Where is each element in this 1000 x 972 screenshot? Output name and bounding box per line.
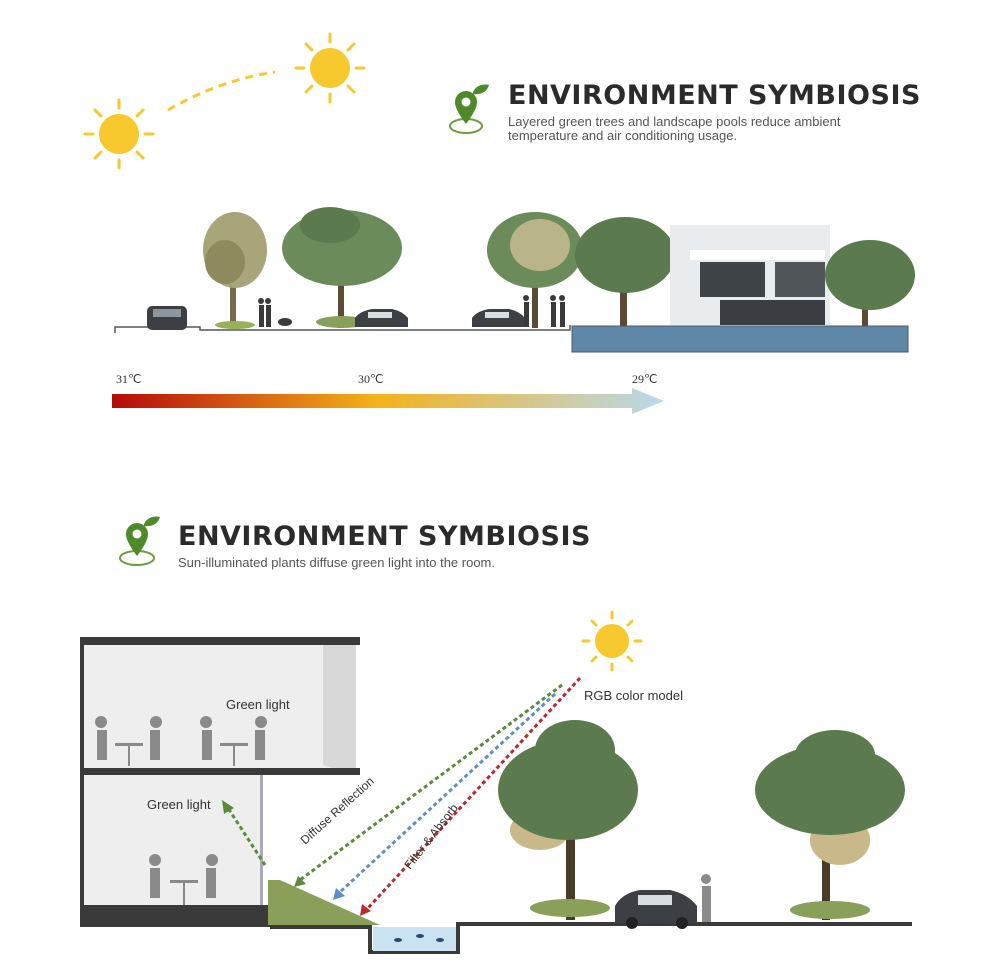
filter-absorb-label: Filter & Absorb: [401, 801, 461, 872]
tree-icon: [575, 217, 675, 326]
diners-icon: [149, 854, 218, 905]
sun-path-arc: [167, 70, 276, 112]
section1-illustration: [83, 32, 915, 414]
section2-illustration: Diffuse Reflection Filter & Absorb: [80, 610, 912, 954]
diners-icon: [95, 716, 267, 766]
sun-icon: [83, 98, 155, 170]
rgb-color-model-label: RGB color model: [584, 688, 683, 703]
planted-slope: [268, 880, 380, 925]
green-arrowhead: [294, 876, 306, 887]
person-icon: [701, 874, 711, 922]
tree-icon: [498, 720, 638, 920]
light-rays: [226, 676, 582, 910]
leaf-location-pin-icon: [449, 84, 489, 134]
green-ray-reflected: [226, 807, 267, 866]
car-icon: [147, 306, 187, 330]
diffuse-reflection-label: Diffuse Reflection: [298, 774, 377, 847]
building-section: [80, 637, 360, 927]
red-ray: [366, 676, 582, 910]
green-light-label-lower: Green light: [147, 797, 211, 812]
people-icon: [258, 295, 565, 327]
temperature-label-31: 31℃: [116, 372, 142, 386]
tree-icon: [825, 240, 915, 328]
car-icon: [355, 309, 408, 327]
section1-subtitle-line1: Layered green trees and landscape pools …: [508, 114, 841, 129]
landscape-pool: [572, 326, 908, 352]
sun-icon: [294, 32, 366, 104]
section1-title: ENVIRONMENT SYMBIOSIS: [508, 80, 921, 111]
building-icon: [670, 225, 830, 325]
section2-title: ENVIRONMENT SYMBIOSIS: [178, 521, 591, 552]
section1-subtitle-line2: temperature and air conditioning usage.: [508, 128, 738, 143]
temperature-gradient-arrow: [112, 388, 664, 414]
temperature-label-29: 29℃: [632, 372, 658, 386]
ground-line: [270, 922, 912, 954]
green-arrowhead: [222, 800, 234, 814]
green-light-label-upper: Green light: [226, 697, 290, 712]
tree-icon: [755, 730, 905, 920]
section2-subtitle: Sun-illuminated plants diffuse green lig…: [178, 555, 496, 570]
tree-icon: [282, 207, 402, 328]
pool: [373, 927, 456, 951]
blue-arrowhead: [333, 888, 345, 900]
red-arrowhead: [360, 904, 371, 916]
tree-icon: [203, 212, 267, 329]
tree-icon: [487, 212, 583, 328]
sun-icon: [581, 610, 643, 672]
green-ray: [299, 683, 563, 882]
leaf-location-pin-icon: [119, 516, 160, 566]
car-icon: [472, 309, 525, 327]
ground-line: [114, 325, 571, 333]
temperature-label-30: 30℃: [358, 372, 384, 386]
car-icon: [615, 890, 697, 929]
fish-icon: [394, 934, 444, 942]
